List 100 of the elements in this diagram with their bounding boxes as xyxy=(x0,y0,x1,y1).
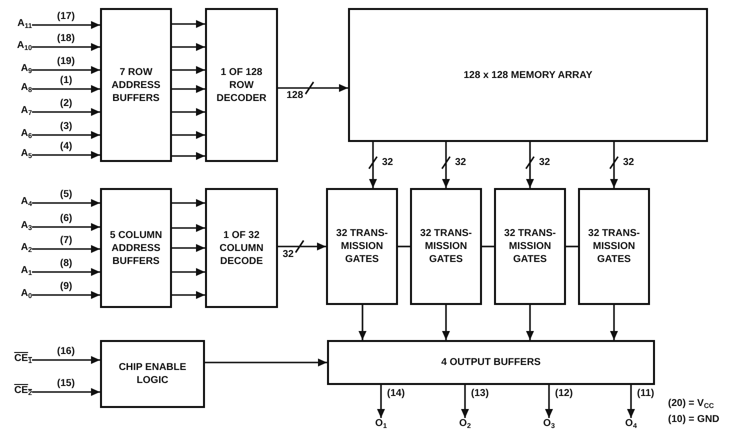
arrow xyxy=(610,305,618,340)
arrow xyxy=(627,385,635,418)
output-pin-label: O$_{4}$ xyxy=(619,418,643,432)
block-label: 32 TRANS- MISSION GATES xyxy=(419,227,473,266)
block-label: 32 TRANS- MISSION GATES xyxy=(587,227,641,266)
block-label: CHIP ENABLE LOGIC xyxy=(118,361,188,387)
pin-number: (17) xyxy=(56,12,76,22)
block-box xyxy=(327,340,655,385)
block-label: 1 OF 32 COLUMN DECODE xyxy=(218,228,264,268)
arrow xyxy=(205,358,327,366)
bus-width-label: 32 xyxy=(622,158,636,168)
bus-width-label: 32 xyxy=(282,250,295,260)
arrow xyxy=(377,385,385,418)
pin-number: (5) xyxy=(59,190,74,200)
input-pin-label: A$_{8}$ xyxy=(4,82,32,96)
arrow xyxy=(32,199,100,207)
arrow xyxy=(172,20,205,28)
arrow xyxy=(172,43,205,51)
arrow xyxy=(526,305,534,340)
input-pin-label: A$_{6}$ xyxy=(4,128,32,142)
pin-number: (14) xyxy=(386,389,406,399)
arrow xyxy=(172,244,205,252)
block-label: 128 x 128 MEMORY ARRAY xyxy=(464,68,592,82)
input-pin-label: A$_{2}$ xyxy=(4,242,32,256)
pin-number: (8) xyxy=(59,259,74,269)
pin-number: (3) xyxy=(59,122,74,132)
arrow xyxy=(32,356,100,364)
output-pin-label: O$_{1}$ xyxy=(369,418,393,432)
pin-number: (16) xyxy=(56,347,76,357)
block-label: 32 TRANS- MISSION GATES xyxy=(335,227,389,266)
bus-arrow xyxy=(441,141,451,189)
output-pin-label: O$_{2}$ xyxy=(453,418,477,432)
bus-arrow xyxy=(368,141,378,189)
pin-number: (19) xyxy=(56,57,76,67)
pin-number: (13) xyxy=(470,389,490,399)
arrow xyxy=(172,108,205,116)
arrow xyxy=(32,85,100,93)
input-pin-label: A$_{9}$ xyxy=(4,63,32,77)
input-pin-label: A$_{11}$ xyxy=(4,18,32,32)
input-pin-label: A$_{4}$ xyxy=(4,196,32,210)
block-box xyxy=(578,188,650,305)
input-pin-label: CE$_{1}$ xyxy=(4,353,32,367)
input-pin-label: A$_{1}$ xyxy=(4,265,32,279)
pin-number: (4) xyxy=(59,142,74,152)
bus-width-label: 128 xyxy=(286,91,304,101)
arrow xyxy=(32,268,100,276)
pin-number: (1) xyxy=(59,76,74,86)
block-box xyxy=(100,188,172,308)
arrow xyxy=(32,108,100,116)
block-box xyxy=(205,8,278,162)
arrow xyxy=(461,385,469,418)
pin-number: (9) xyxy=(59,282,74,292)
pin-number: (15) xyxy=(56,379,76,389)
arrow xyxy=(172,152,205,160)
input-pin-label: A$_{0}$ xyxy=(4,288,32,302)
arrow xyxy=(32,151,100,159)
block-label: 5 COLUMN ADDRESS BUFFERS xyxy=(108,228,164,268)
arrow xyxy=(358,305,366,340)
bus-width-label: 32 xyxy=(538,158,552,168)
pin-number: (6) xyxy=(59,214,74,224)
pin-note: (10) = GND xyxy=(668,414,720,425)
arrow xyxy=(32,66,100,74)
arrow xyxy=(32,291,100,299)
block-box xyxy=(205,188,278,308)
arrow xyxy=(172,131,205,139)
arrow xyxy=(32,223,100,231)
input-pin-label: A$_{7}$ xyxy=(4,105,32,119)
arrow xyxy=(172,291,205,299)
input-pin-label: A$_{5}$ xyxy=(4,148,32,162)
pin-number: (12) xyxy=(554,389,574,399)
arrow xyxy=(442,305,450,340)
arrow xyxy=(32,245,100,253)
arrow xyxy=(172,224,205,232)
block-box xyxy=(100,8,172,162)
arrow xyxy=(172,85,205,93)
pin-number: (11) xyxy=(636,389,656,399)
block-box xyxy=(348,8,708,142)
block-label: 32 TRANS- MISSION GATES xyxy=(503,227,557,266)
pin-note: (20) = V$_{CC}$ xyxy=(668,398,714,410)
connector-line xyxy=(482,246,494,248)
output-pin-label: O$_{3}$ xyxy=(537,418,561,432)
arrow xyxy=(172,199,205,207)
pin-number: (2) xyxy=(59,99,74,109)
pin-number: (7) xyxy=(59,236,74,246)
arrow xyxy=(32,21,100,29)
arrow xyxy=(172,268,205,276)
bus-arrow xyxy=(277,81,349,95)
bus-arrow xyxy=(525,141,535,189)
bus-arrow xyxy=(277,240,327,254)
block-label: 4 OUTPUT BUFFERS xyxy=(441,356,541,369)
block-label: 7 ROW ADDRESS BUFFERS xyxy=(110,66,162,104)
input-pin-label: A$_{10}$ xyxy=(4,40,32,54)
pin-number: (18) xyxy=(56,34,76,44)
arrow xyxy=(32,43,100,51)
block-box xyxy=(326,188,398,305)
input-pin-label: CE$_{2}$ xyxy=(4,385,32,399)
arrow xyxy=(172,66,205,74)
bus-width-label: 32 xyxy=(454,158,468,168)
arrow xyxy=(32,131,100,139)
connector-line xyxy=(566,246,578,248)
